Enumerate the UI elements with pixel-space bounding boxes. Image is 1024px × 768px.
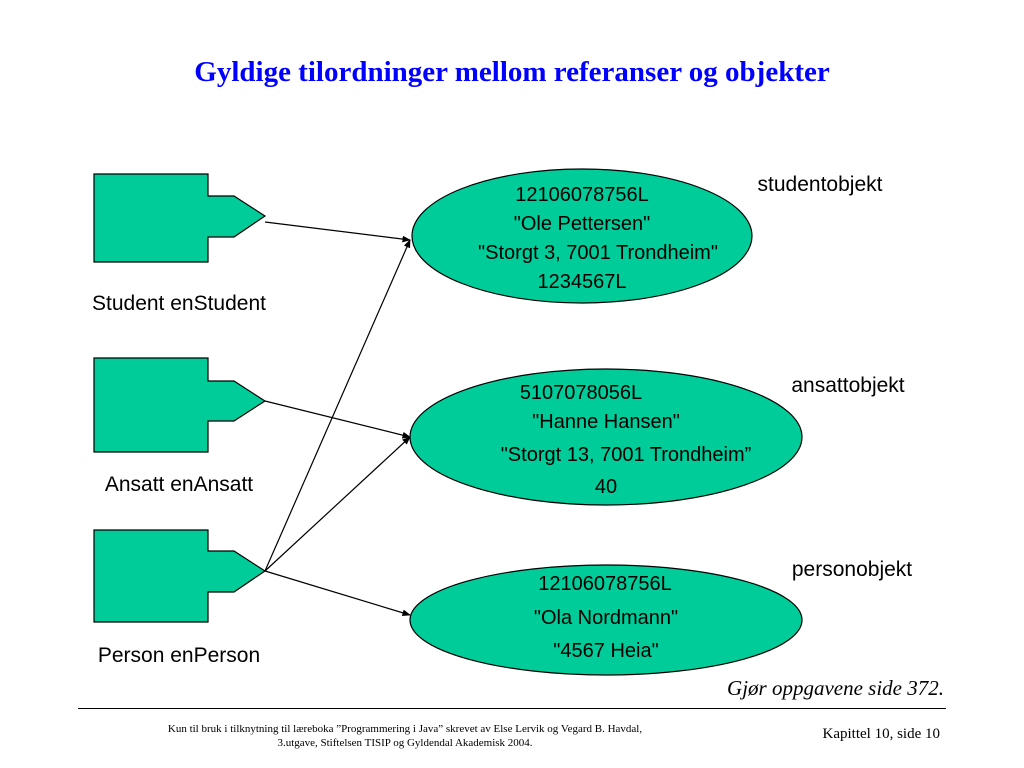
- object-field-id: 12106078756L: [515, 184, 648, 206]
- reference-label-person: Person enPerson: [98, 644, 260, 667]
- object-field-name: "Ole Pettersen": [514, 213, 650, 235]
- footer-credit: Kun til bruk i tilknytning til læreboka …: [150, 722, 660, 750]
- object-field-name: "Ola Nordmann": [534, 607, 678, 629]
- object-label-person: personobjekt: [792, 558, 912, 581]
- reference-shape-student: [93, 173, 267, 263]
- reference-person: Person enPerson: [93, 529, 267, 667]
- object-person: 12106078756L "Ola Nordmann" "4567 Heia" …: [409, 558, 912, 676]
- arrow-student-to-studentobjekt: [264, 221, 411, 243]
- arrow-person-to-personobjekt: [264, 570, 411, 617]
- reference-shape-ansatt: [93, 357, 267, 453]
- reference-label-ansatt: Ansatt enAnsatt: [105, 473, 253, 496]
- slide-title: Gyldige tilordninger mellom referanser o…: [194, 56, 830, 88]
- object-field-address: "4567 Heia": [553, 640, 658, 662]
- arrow-person-to-studentobjekt: [264, 239, 411, 572]
- arrow-ansatt-to-ansattobjekt: [264, 400, 411, 439]
- object-field-id: 5107078056L: [520, 382, 642, 404]
- arrow-person-to-ansattobjekt: [264, 436, 411, 572]
- object-ellipse-student: [411, 168, 753, 304]
- object-field-address: "Storgt 3, 7001 Trondheim": [478, 242, 718, 264]
- object-label-ansatt: ansattobjekt: [791, 374, 904, 397]
- exercise-note: Gjør oppgavene side 372.: [727, 676, 944, 700]
- object-field-number: 40: [595, 476, 617, 498]
- object-field-name: "Hanne Hansen": [532, 411, 680, 433]
- page-number: Kapittel 10, side 10: [822, 726, 940, 742]
- object-student: 12106078756L "Ole Pettersen" "Storgt 3, …: [411, 168, 883, 304]
- footer-credit-line-2: 3.utgave, Stiftelsen TISIP og Gyldendal …: [277, 737, 533, 749]
- object-label-student: studentobjekt: [758, 173, 883, 196]
- object-field-number: 1234567L: [538, 271, 627, 293]
- footer-credit-line-1: Kun til bruk i tilknytning til læreboka …: [167, 723, 643, 735]
- reference-ansatt: Ansatt enAnsatt: [93, 357, 267, 496]
- footer-divider: [78, 708, 946, 709]
- reference-label-student: Student enStudent: [92, 292, 266, 315]
- object-ellipse-person: [409, 564, 803, 676]
- reference-shape-person: [93, 529, 267, 623]
- object-field-id: 12106078756L: [538, 573, 671, 595]
- reference-arrows: [264, 221, 411, 617]
- object-ansatt: 5107078056L "Hanne Hansen" "Storgt 13, 7…: [409, 368, 905, 506]
- reference-student: Student enStudent: [92, 173, 267, 315]
- object-field-address: "Storgt 13, 7001 Trondheim”: [501, 444, 752, 466]
